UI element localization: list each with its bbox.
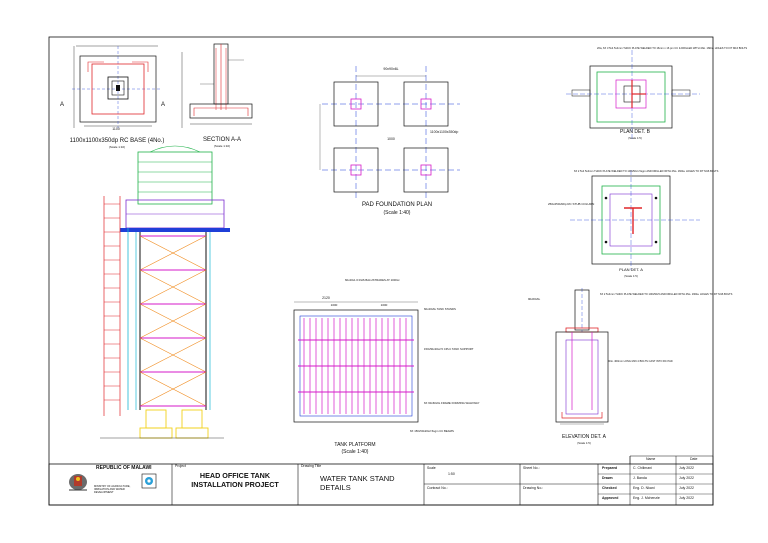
plan-det-a-col: 250x250x6Dp RC STUB COLUMN <box>548 202 594 206</box>
plan-det-a-title: PLAN DET. A <box>619 267 643 272</box>
platform-dim-a: 1000 <box>331 303 338 307</box>
plan-det-a-note: 6X 2 5x4 5x4mm THICK PLATE WELDED TO 100… <box>574 169 719 173</box>
role-drawn: Drawn <box>602 476 613 480</box>
pad-plan-title: PAD FOUNDATION PLAN <box>362 202 432 208</box>
elevation-note: 6X 2 5x4mm THICK PLATE WELDED TO 100x50x… <box>600 292 733 296</box>
section-marker-a: A <box>60 102 64 108</box>
platform-dim-b: 1000 <box>381 303 388 307</box>
contract-label: Contract No.: <box>427 486 448 490</box>
name-approved: Eng. J. Mchenzie <box>633 496 660 500</box>
platform-note-top: 60x40x1.6 RHS BALUSTRADES AT 1000cc <box>345 278 400 282</box>
stand-brace <box>139 303 207 339</box>
role-approved: Approved <box>602 496 619 500</box>
coat-of-arms-icon <box>69 474 87 491</box>
date-approved: July 2022 <box>679 496 694 500</box>
stand-brace <box>139 269 207 305</box>
section-marker-a-right: A <box>161 102 165 108</box>
ministry-logo-icon <box>141 473 157 489</box>
rc-base-dim: 1100 <box>112 127 120 131</box>
platform-dim-top: 2120 <box>322 296 330 300</box>
platform-note-mid: 150x50x20x2.5 CPLC TANK SUPPORT <box>424 347 474 351</box>
drawing-title-label: Drawing Title <box>301 464 322 468</box>
rc-base-title: 1100x1100x350dp RC BASE (4No.) <box>70 138 165 144</box>
pad-dim-mid: 1000 <box>387 137 395 141</box>
section-aa-view: SECTION A-A (Scale 1:10) <box>181 43 253 148</box>
sheet-label: Sheet No.: <box>523 466 540 470</box>
role-checked: Checked <box>602 486 617 490</box>
stand-brace <box>139 337 207 373</box>
elevation-scale: (Scale 1:5) <box>577 441 591 445</box>
project-title: HEAD OFFICE TANK INSTALLATION PROJECT <box>191 471 279 489</box>
stand-brace <box>139 235 207 271</box>
date-drawn: July 2022 <box>679 476 694 480</box>
scale-label: Scale <box>427 466 436 470</box>
sheet-border <box>48 36 714 506</box>
rc-base-view: A A 1100 1100x1100x350dp RC BASE (4No.) … <box>60 45 165 149</box>
pad-dim-right: 1100x1100x350dp <box>430 130 458 134</box>
stand-brace <box>139 371 207 407</box>
drawing-no-label: Drawing No.: <box>523 486 544 490</box>
section-aa-title: SECTION A-A <box>203 137 241 143</box>
plan-det-b-scale: (Scale 1:5) <box>628 136 642 140</box>
project-label: Project <box>175 464 186 468</box>
drawing-title: WATER TANK STAND DETAILS <box>320 474 395 493</box>
title-block <box>48 455 714 506</box>
name-drawn: J. Banda <box>633 476 647 480</box>
pad-dim-top: 90x90x6L <box>383 67 398 71</box>
date-checked: July 2022 <box>679 486 694 490</box>
elevation-title: ELEVATION DET. A <box>562 434 607 440</box>
date-prepared: July 2022 <box>679 466 694 470</box>
scale-value: 1:50 <box>448 472 455 476</box>
plan-det-a-scale: (Scale 1:5) <box>624 274 638 278</box>
platform-note-frame: 6X 60x60x6L FRAME FORMING WALKWAY <box>424 401 480 405</box>
role-prepared: Prepared <box>602 466 618 470</box>
pad-foundation-plan: 90x90x6L 1000 1100x1100x350dp PAD FOUNDA… <box>319 66 460 216</box>
plan-det-a: 6X 2 5x4 5x4mm THICK PLATE WELDED TO 100… <box>548 169 719 278</box>
platform-note-stands: 60x40x6L TANK STANDS <box>424 307 456 311</box>
table-header-date: Date <box>690 457 698 461</box>
tank-platform-plan: 2120 1000 1000 60x40x1.6 RHS BALUSTRADES… <box>293 278 480 455</box>
section-aa-scale: (Scale 1:10) <box>214 144 230 148</box>
name-checked: Eng. D. Nkani <box>633 486 655 490</box>
elevation-note-bolts: 4No. 400mm LONG M16 4 BOLTS CAST INTO RC… <box>608 359 673 363</box>
plan-det-b-note: 20w, 6X 3 5x4 5x4mm THICK PLATE WELDED T… <box>597 46 747 50</box>
elevation-note-left: 90x60x6L <box>528 297 541 301</box>
table-header-name: Name <box>646 457 656 461</box>
platform-note-beams: 6X 150x50x20x2.5sgm CC BEAMS <box>410 429 454 433</box>
rc-base-scale: (Scale 1:10) <box>109 145 125 149</box>
plan-det-b: 20w, 6X 3 5x4 5x4mm THICK PLATE WELDED T… <box>566 46 747 140</box>
pad-plan-scale: (Scale 1:40) <box>384 210 411 216</box>
ladder-rungs <box>104 203 120 401</box>
platform-scale: (Scale 1:40) <box>342 449 369 455</box>
plan-det-b-title: PLAN DET. B <box>620 129 651 135</box>
tank-stand-elevation <box>100 145 230 439</box>
ministry-name: MINISTRY OF AGRICULTURE, IRRIGATION AND … <box>94 485 131 495</box>
authority-name: REPUBLIC OF MALAWI <box>96 465 152 471</box>
name-prepared: C. Chilimani <box>633 466 652 470</box>
elevation-det-a: 6X 2 5x4mm THICK PLATE WELDED TO 100x50x… <box>528 288 733 445</box>
stand-bracing <box>139 235 207 407</box>
platform-title: TANK PLATFORM <box>334 442 375 448</box>
